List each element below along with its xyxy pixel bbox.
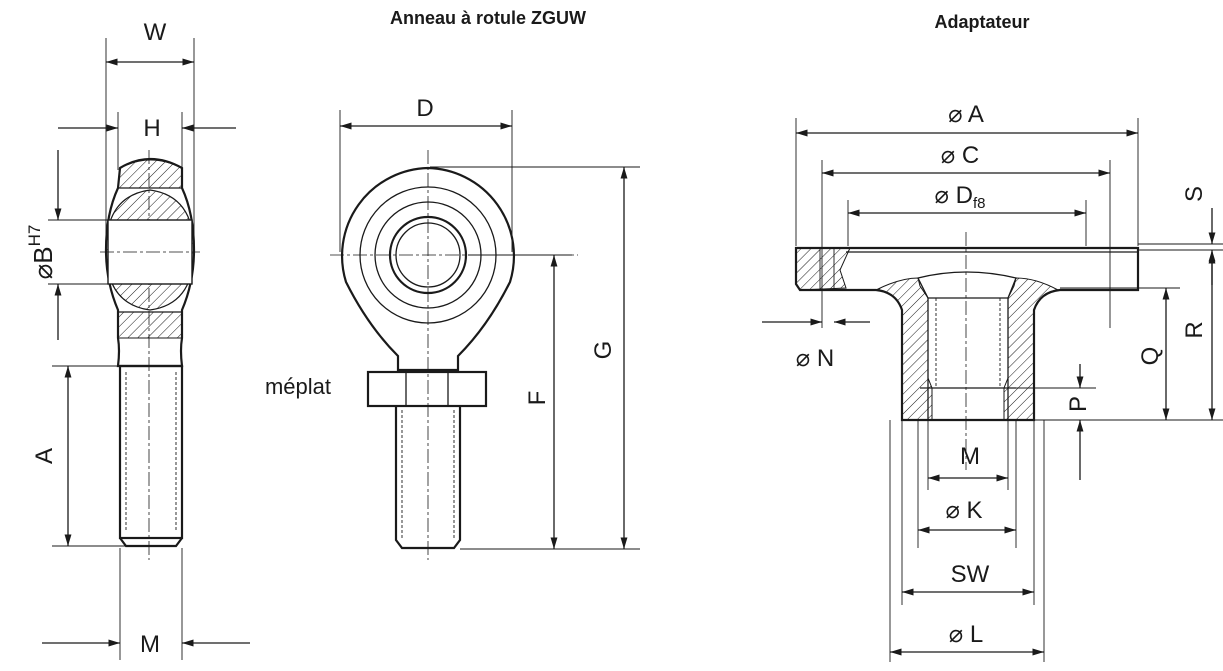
dim-s-text: S [1181,186,1208,202]
dim-dia-n-label: ⌀ N [796,345,834,372]
dim-sw-label: SW [951,561,990,588]
adapter-section-view [762,118,1223,662]
dim-r-label: R [1181,321,1208,338]
meplat-label: méplat [265,374,331,399]
dim-r-text: R [1181,321,1208,338]
dim-dia-a-label: ⌀ A [948,101,984,128]
dim-b-label: ⌀BH7 [25,225,58,280]
dim-s-label: S [1181,186,1208,202]
dim-q-text: Q [1137,347,1164,366]
dim-dia-l-label: ⌀ L [949,621,983,648]
diameter-symbol: ⌀ [28,264,58,280]
dim-dia-d-label: ⌀ Df8 [935,182,986,212]
rod-end-side-view [42,38,250,660]
dim-h-label: H [143,115,160,142]
rod-end-title: Anneau à rotule ZGUW [390,8,586,28]
dim-f-text: F [524,391,551,406]
rod-end-front-view [330,110,640,560]
dim-m-label: M [140,631,160,658]
dim-b-tolerance: H7 [25,225,44,247]
dim-d-tolerance: f8 [973,195,986,212]
svg-text:⌀BH7: ⌀BH7 [25,225,58,280]
dim-b-letter: B [28,246,58,263]
dim-q-label: Q [1137,347,1164,366]
dim-a-text: A [31,448,58,464]
dim-p-label: P [1065,396,1092,412]
dim-w-label: W [144,19,167,46]
adapter-title: Adaptateur [934,12,1029,32]
dim-f-label: F [524,391,551,406]
dim-g-label: G [590,341,617,360]
dim-dia-c-label: ⌀ C [941,142,979,169]
dim-g-text: G [590,341,617,360]
dim-m-adapter-label: M [960,443,980,470]
dim-dia-k-label: ⌀ K [945,497,982,524]
dim-dia-d-text: ⌀ D [935,182,973,209]
dim-p-text: P [1065,396,1092,412]
dim-d-label: D [416,95,433,122]
dim-a-label: A [31,448,58,464]
